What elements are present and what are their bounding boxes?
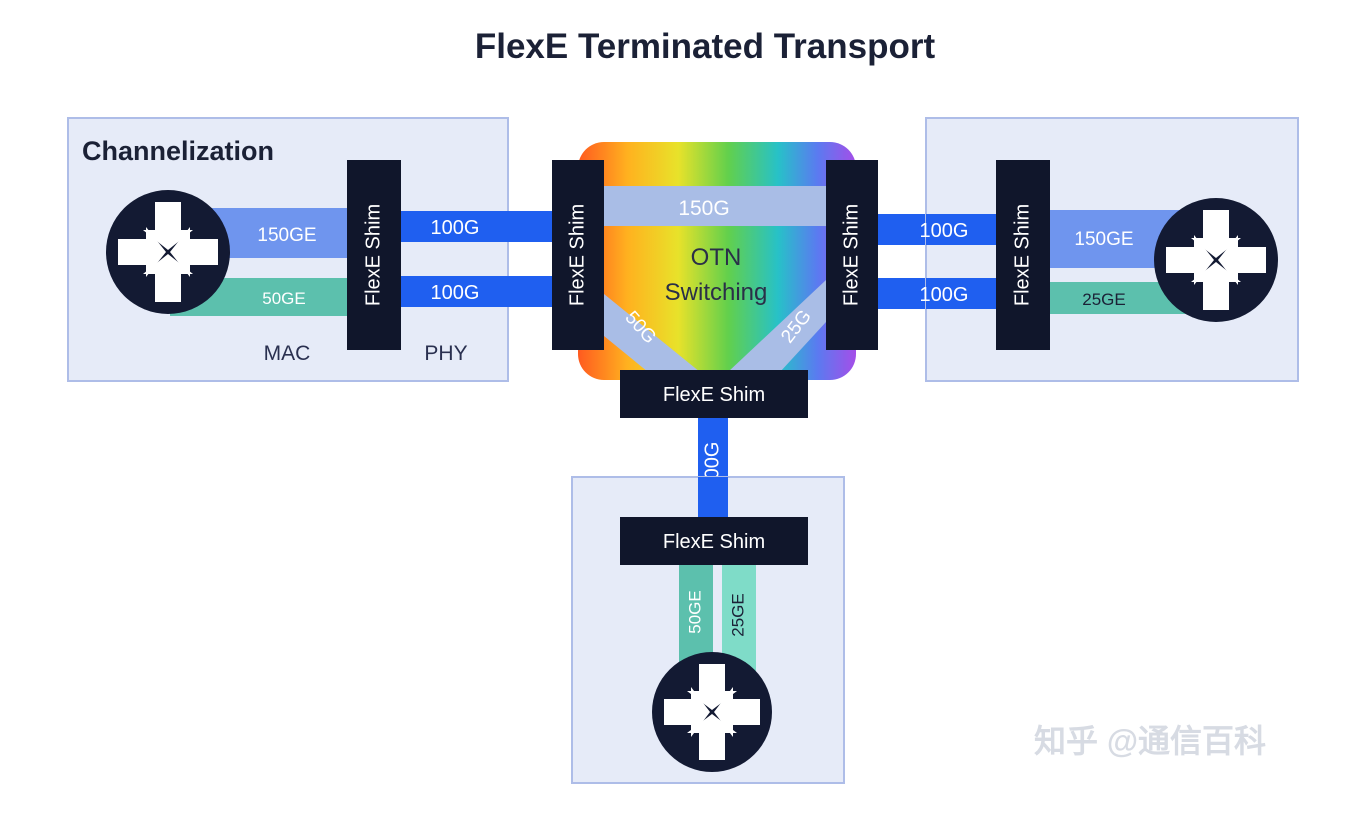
right-client-top-label: 150GE [1074,229,1133,250]
bottom-flexe-shim [620,517,808,565]
bottom-router-icon [652,652,772,772]
right-client-bottom-label: 25GE [1082,290,1125,309]
right-flexe-shim-label: FlexE Shim [1011,204,1033,306]
bottom-client-right-label: 25GE [728,593,747,636]
bottom-panel: 50GE 25GE FlexE Shim [571,476,845,784]
bottom-client-left-label: 50GE [685,590,704,633]
bottom-flexe-shim-label: FlexE Shim [663,531,765,553]
otn-left-flexe-shim [552,160,604,350]
otn-bottom-flexe-shim-label: FlexE Shim [663,384,765,406]
left-panel-title: Channelization [82,136,274,166]
layer-phy-label: PHY [424,342,467,365]
otn-left-flexe-shim-label: FlexE Shim [566,204,588,306]
layer-mac-label: MAC [264,342,311,365]
link-left-top-label: 100G [431,217,480,239]
otn-path-right [728,280,826,372]
link-right-top-label-inner: 100G [920,220,969,242]
right-router-icon [1154,198,1278,322]
otn-bottom-flexe-shim [620,370,808,418]
link-left-bottom [401,276,552,307]
otn-right-flexe-shim-label: FlexE Shim [840,204,862,306]
left-flexe-shim-label: FlexE Shim [362,204,384,306]
otn-label-line1: OTN [691,244,742,271]
otn-right-flexe-shim [826,160,878,350]
right-panel: 100G 100G 150GE 25GE FlexE Shim [920,117,1299,382]
diagram-title: FlexE Terminated Transport [475,27,936,66]
link-right-top-inner [926,214,998,245]
otn-switch: 150G 50G 25G OTN Switching FlexE Shim Fl… [552,142,878,418]
right-flexe-shim [996,160,1050,350]
left-client-bottom-label: 50GE [262,289,305,308]
otn-path-top [604,186,826,226]
link-right-bottom-inner [926,278,998,309]
otn-path-top-label: 150G [678,197,729,220]
link-left-bottom-label: 100G [431,282,480,304]
otn-path-left [604,294,700,372]
watermark: 知乎 @通信百科 [1034,723,1266,759]
left-router-icon [106,190,230,314]
left-panel: Channelization 150GE 50GE FlexE Shim MAC… [67,117,509,382]
link-left-top [401,211,552,242]
link-right-bottom-label-inner: 100G [920,284,969,306]
left-flexe-shim [347,160,401,350]
otn-label-line2: Switching [665,279,768,306]
left-client-top-label: 150GE [257,225,316,246]
link-down-inner [698,477,728,517]
